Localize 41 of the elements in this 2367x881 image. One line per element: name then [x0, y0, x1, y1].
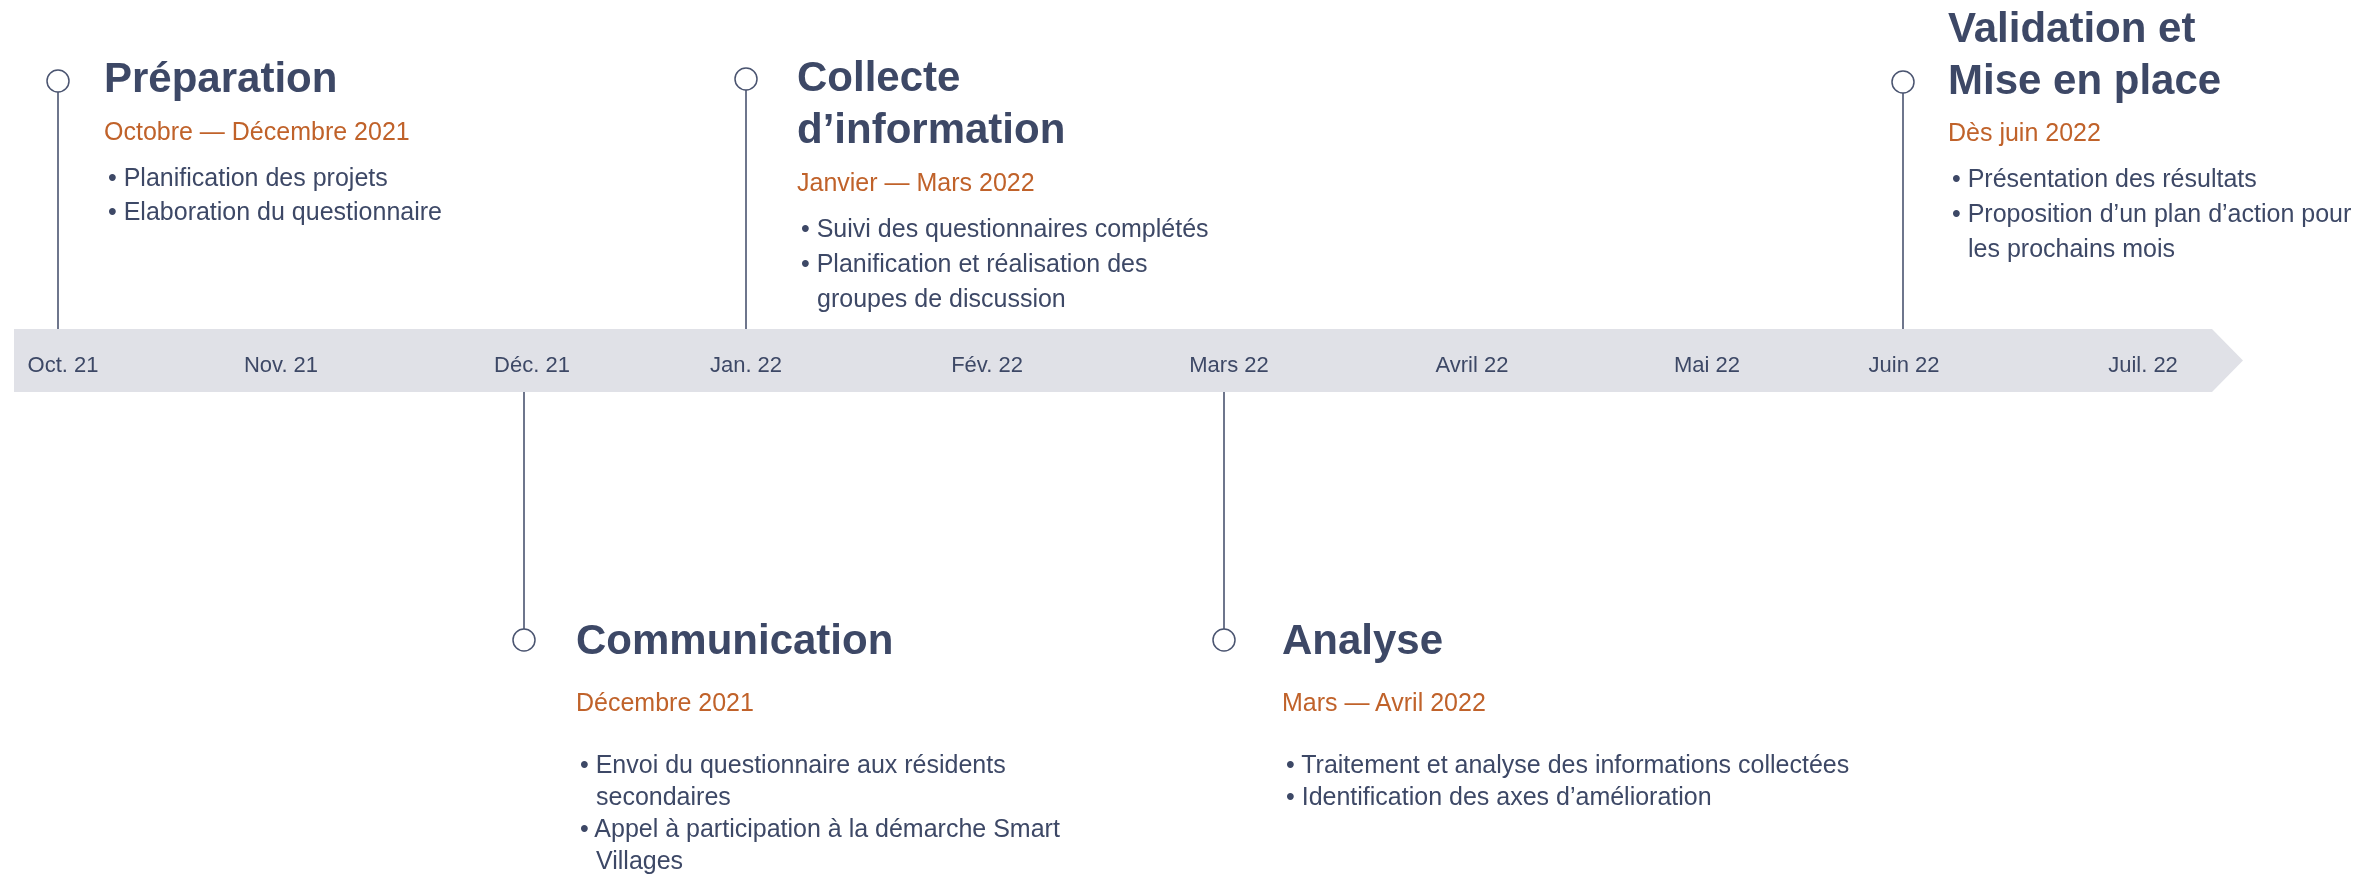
timeline-marker	[46, 69, 70, 93]
phase-title: Collecte d’information	[797, 52, 1067, 154]
bullet-item: • Présentation des résultats	[1952, 163, 2258, 194]
timeline-marker	[734, 67, 758, 91]
timeline-marker	[1212, 628, 1236, 652]
month-label: Déc. 21	[494, 352, 570, 378]
timeline-marker	[1891, 70, 1915, 94]
date-range: Mars — Avril 2022	[1282, 687, 1487, 718]
timeline-marker	[512, 628, 536, 652]
date-range: Dès juin 2022	[1948, 117, 2102, 148]
month-label: Fév. 22	[951, 352, 1023, 378]
date-range: Décembre 2021	[576, 687, 755, 718]
connector-line	[1902, 92, 1904, 330]
date-range: Janvier — Mars 2022	[797, 167, 1036, 198]
month-label: Jan. 22	[709, 352, 783, 378]
date-range: Octobre — Décembre 2021	[104, 116, 411, 147]
connector-line	[1223, 391, 1225, 630]
month-label: Oct. 21	[27, 352, 99, 378]
connector-line	[523, 391, 525, 630]
phase-title: Préparation	[104, 53, 339, 103]
bullet-item: • Suivi des questionnaires complétés	[801, 213, 1210, 244]
month-label: Nov. 21	[243, 352, 319, 378]
phase-title: Analyse	[1282, 615, 1445, 665]
bullet-item: • Appel à participation à la démarche Smart Villages	[580, 813, 1061, 876]
month-label: Mars 22	[1189, 352, 1269, 378]
connector-line	[745, 89, 747, 330]
phase-title: Validation et Mise en place	[1948, 3, 2223, 105]
bullet-item: • Traitement et analyse des informations collectées	[1286, 749, 1851, 780]
connector-line	[57, 91, 59, 330]
phase-title: Communication	[576, 615, 895, 665]
bullet-item: • Planification des projets	[108, 162, 389, 193]
month-label: Juin 22	[1868, 352, 1940, 378]
timeline-arrow-bar	[14, 329, 2243, 392]
bullet-item: • Identification des axes d’amélioration	[1286, 781, 1713, 812]
month-label: Avril 22	[1435, 352, 1509, 378]
bullet-item: • Proposition d’un plan d’action pour les prochains mois	[1952, 198, 2353, 264]
month-label: Juil. 22	[2108, 352, 2178, 378]
bullet-item: • Planification et réalisation des groupes de discussion	[801, 248, 1149, 314]
bullet-item: • Envoi du questionnaire aux résidents secondaires	[580, 749, 1007, 812]
month-label: Mai 22	[1674, 352, 1740, 378]
bullet-item: • Elaboration du questionnaire	[108, 196, 443, 227]
